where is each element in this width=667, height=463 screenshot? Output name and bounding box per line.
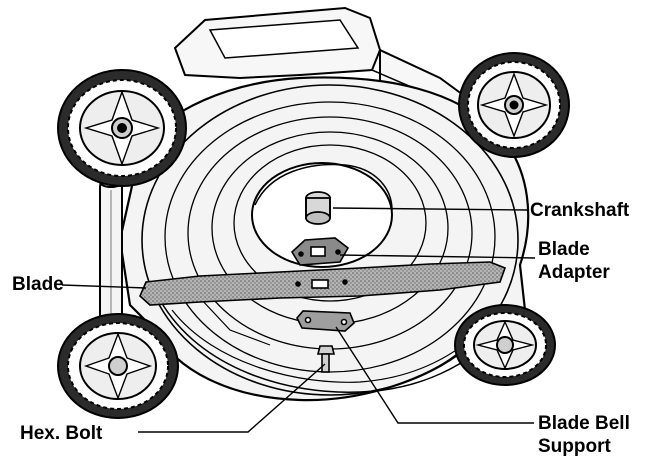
blade-bell-support-part [296, 310, 355, 332]
hex-bolt-part [316, 345, 336, 373]
leader-blade [61, 284, 147, 289]
hex-bolt-label-text: Hex. Bolt [20, 423, 103, 444]
blade-label: Blade [12, 273, 64, 296]
hex-bolt-label: Hex. Bolt [20, 422, 102, 445]
blade-bell-support-label-line2: Support [538, 436, 611, 457]
blade-adapter-label: Blade Adapter [538, 238, 610, 284]
wheel-rear-left [57, 313, 179, 419]
wheel-front-right [458, 52, 570, 158]
blade-adapter-label-line2: Adapter [538, 262, 610, 283]
leader-crankshaft [332, 207, 528, 211]
blade-bell-support-label-line1: Blade Bell [538, 413, 630, 434]
blade-adapter-part [290, 237, 350, 266]
wheel-front-left [57, 69, 187, 187]
blade-adapter-label-line1: Blade [538, 239, 590, 260]
wheel-rear-right [454, 304, 556, 386]
crankshaft-label-text: Crankshaft [530, 200, 630, 221]
leader-lines [61, 207, 536, 433]
leader-blade-adapter [339, 254, 536, 259]
leader-bell-support [335, 326, 534, 424]
blade-bell-support-label: Blade Bell Support [538, 412, 630, 458]
blade-label-text: Blade [12, 274, 64, 295]
crankshaft-part [305, 191, 331, 225]
blade-part [139, 261, 507, 306]
leader-hex-bolt [138, 363, 326, 433]
crankshaft-label: Crankshaft [530, 199, 629, 222]
